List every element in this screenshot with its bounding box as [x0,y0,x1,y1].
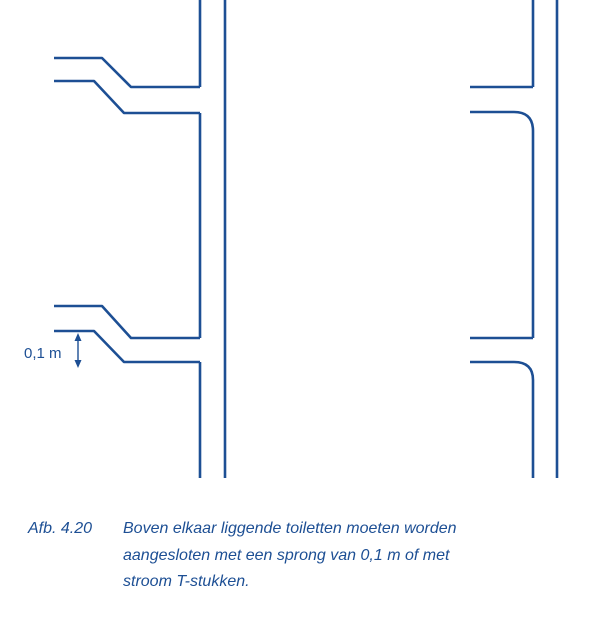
right-stack-with-swept-tees [470,0,559,478]
dimension-arrow-up [74,333,82,341]
figure-caption: Afb. 4.20 Boven elkaar liggende toilette… [28,516,588,596]
dimension-arrow-down [74,360,82,368]
upper-branch-top-wall [54,56,200,89]
lower-branch-bottom-wall [54,329,200,364]
offset-dimension: 0,1 m [24,333,82,368]
caption-line-2: aangesloten met een sprong van 0,1 m of … [123,546,450,564]
upper-branch-bottom-wall [54,79,200,115]
caption-line-3: stroom T-stukken. [123,573,250,590]
caption-line-1: Boven elkaar liggende toiletten moeten w… [123,520,457,537]
upper-tee-swept-bottom-wall [470,110,535,132]
dimension-label: 0,1 m [24,345,62,362]
figure-number: Afb. 4.20 [28,520,93,537]
lower-tee-swept-bottom-wall [470,360,535,381]
left-stack-with-offset-branches [54,0,227,478]
toilet-connection-diagram: 0,1 m [24,0,559,478]
lower-branch-top-wall [54,304,200,340]
